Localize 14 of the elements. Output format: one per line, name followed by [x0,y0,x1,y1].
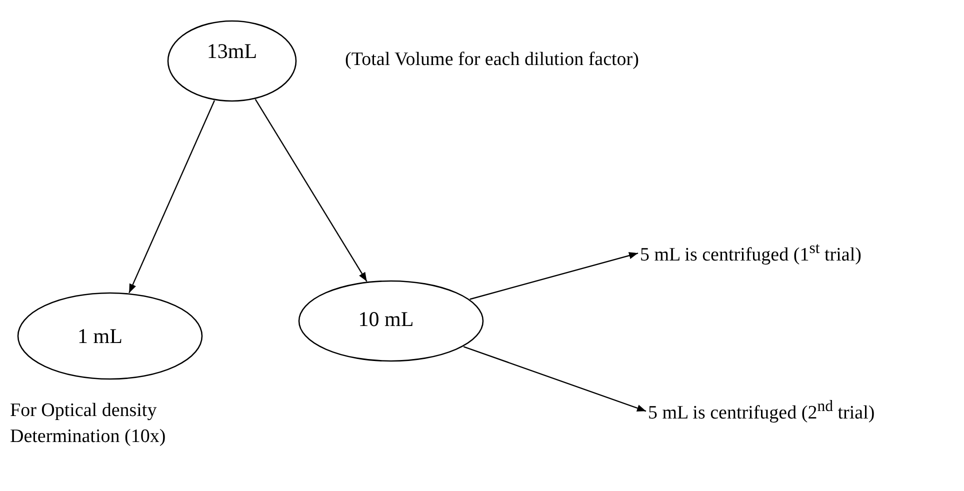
volume-label: 1 mL [78,324,122,348]
volume-label: 13mL [206,38,258,64]
step-text: 5 mL is centrifuged (2$^{nd}$ trial) [648,398,875,424]
arrow [128,100,216,294]
arrow [463,346,646,412]
ellipse-node [298,280,484,362]
note-text: For Optical density Determination (10x) [10,399,167,449]
arrow [470,252,638,300]
volume-label: 10 mL [358,306,414,332]
step-text: 5 mL is centrifuged (1$^{st}$ trial) [640,240,862,266]
ellipse-node [167,20,297,102]
ellipse-node [17,292,203,380]
arrow [254,98,368,282]
note-text: (Total Volume for each dilution factor) [345,48,640,72]
